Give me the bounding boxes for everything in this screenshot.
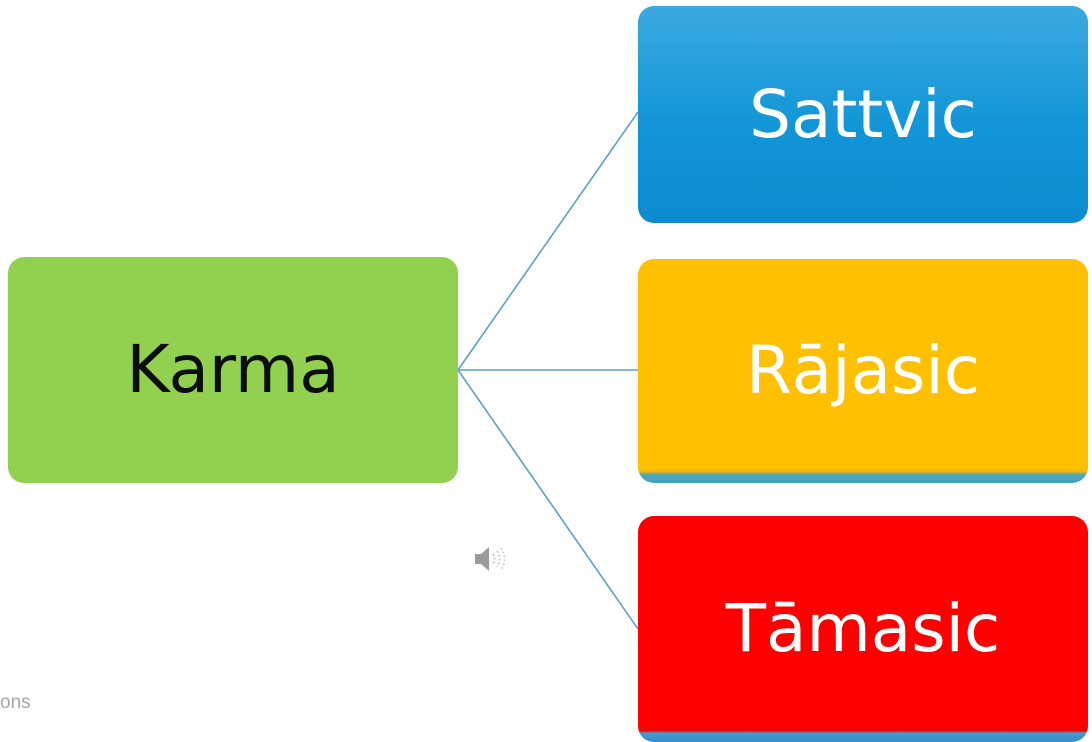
karma-label: Karma [126,331,340,408]
rajasic-label: Rājasic [745,332,981,409]
tamasic-label: Tāmasic [725,590,1001,667]
connector-to-tamasic [457,369,639,630]
speaker-icon[interactable] [472,543,508,575]
sattvic-label: Sattvic [749,75,977,153]
connector-to-sattvic [457,111,639,371]
rajasic-node: Rājasic [638,259,1088,483]
tamasic-node: Tāmasic [638,516,1088,742]
sattvic-node: Sattvic [638,6,1088,223]
karma-node: Karma [8,257,458,483]
footer-text: ons [0,692,31,713]
